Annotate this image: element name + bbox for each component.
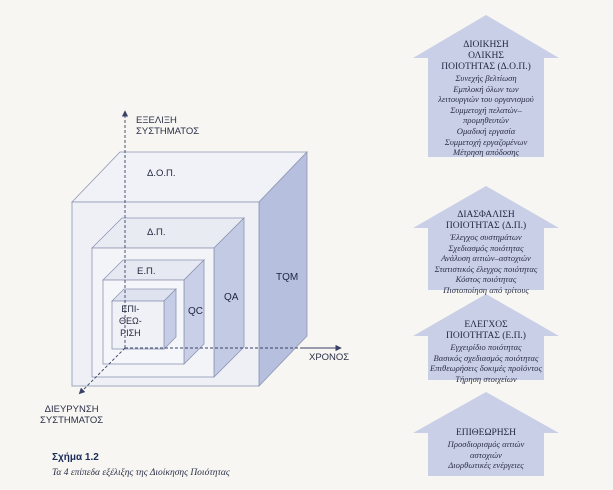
- cube-inspection-line1: ΕΠΙ-: [121, 304, 140, 314]
- axis-vertical-label: ΕΞΕΛΙΞΗ ΣΥΣΤΗΜΑΤΟΣ: [136, 115, 199, 137]
- panel-2-item: Πιστοποίηση από τρίτους: [443, 284, 529, 295]
- panel-2-title-line: ΠΟΙΟΤΗΤΑΣ (Δ.Π.): [445, 221, 527, 231]
- panel-2-shape: [413, 186, 559, 290]
- figure-caption-subtitle: Τα 4 επίπεδα εξέλιξης της Διοίκησης Ποιό…: [52, 468, 230, 478]
- panel-2-title: ΔΙΑΣΦΑΛΙΣΗ ΠΟΙΟΤΗΤΑΣ (Δ.Π.): [428, 210, 544, 232]
- panel-2-title-line: ΔΙΑΣΦΑΛΙΣΗ: [457, 210, 515, 220]
- panel-2-items: Έλεγχος συστημάτων Σχεδιασμός ποιότητας …: [428, 232, 544, 296]
- panel-4-title-line: ΕΠΙΘΕΩΡΗΣΗ: [455, 428, 517, 438]
- cube-inspection-label: ΕΠΙ- ΘΕΩ- ΡΙΣΗ: [119, 303, 142, 339]
- panel-1-item: Συμμετοχή εργαζομένων: [444, 136, 528, 147]
- panel-3-title: ΕΛΕΓΧΟΣ ΠΟΙΟΤΗΤΑΣ (Ε.Π.): [428, 320, 544, 342]
- cube-qc-side-label: QC: [188, 306, 203, 317]
- panel-2-item: Έλεγχος συστημάτων: [450, 232, 522, 242]
- panel-3-item: Τήρηση στοιχείων: [455, 373, 517, 384]
- panel-1-item: προμηθευτών: [463, 115, 509, 126]
- axes: [78, 110, 342, 395]
- panel-4-shape: [413, 392, 559, 476]
- panel-1-item: Ομαδική εργασία: [456, 125, 516, 136]
- cube-tqm-front-label: Δ.Ο.Π.: [147, 168, 176, 179]
- panel-1-title-line: ΠΟΙΟΤΗΤΑΣ (Δ.Ο.Π.): [441, 62, 531, 72]
- panel-4-item: Προσδιορισμός αιτιών: [447, 439, 525, 449]
- axis-diagonal-line1: ΔΙΕΥΡΥΝΣΗ: [44, 404, 99, 415]
- panel-3-item: Εγχειρίδιο ποιότητας: [450, 342, 522, 352]
- panel-2-item: Στατιστικός έλεγχος ποιότητας: [434, 263, 538, 274]
- panel-2-item: Ανάλυση αιτιών–αστοχιών: [441, 253, 531, 264]
- panel-3-title-line: ΠΟΙΟΤΗΤΑΣ (Ε.Π.): [446, 331, 526, 341]
- panel-1-item: Συμμετοχή πελατών–: [450, 104, 522, 115]
- panel-3-title-line: ΕΛΕΓΧΟΣ: [464, 320, 508, 330]
- cube-inspection: [111, 288, 177, 350]
- axis-horizontal-label: ΧΡΟΝΟΣ: [309, 352, 350, 363]
- axis-vertical-line1: ΕΞΕΛΙΞΗ: [136, 115, 177, 126]
- figure-caption-label: Σχήμα 1.2: [52, 452, 99, 463]
- axis-diagonal-label: ΔΙΕΥΡΥΝΣΗ ΣΥΣΤΗΜΑΤΟΣ: [40, 404, 103, 426]
- panel-4-item: αστοχιών: [470, 449, 502, 460]
- panel-1-item: Εμπλοκή όλων των: [453, 83, 519, 94]
- cube-inspection-line3: ΡΙΣΗ: [120, 328, 141, 338]
- panel-4-items: Προσδιορισμός αιτιών αστοχιών Διορθωτικέ…: [428, 439, 544, 471]
- panel-shapes: [413, 15, 559, 476]
- panel-3-items: Εγχειρίδιο ποιότητας Βασικός σχεδιασμός …: [428, 342, 544, 384]
- panel-2: ΔΙΑΣΦΑΛΙΣΗ ΠΟΙΟΤΗΤΑΣ (Δ.Π.) Έλεγχος συστ…: [428, 210, 544, 296]
- panel-1-item: λειτουργιών του οργανισμού: [438, 94, 534, 105]
- panel-3-item: Βασικός σχεδιασμός ποιότητας: [433, 352, 539, 363]
- cube-qa-front-label: Δ.Π.: [147, 227, 166, 238]
- panel-1-shape: [413, 15, 559, 157]
- panel-1-title-line: ΔΙΟΙΚΗΣΗ: [463, 40, 509, 50]
- axis-diagonal-line2: ΣΥΣΤΗΜΑΤΟΣ: [40, 415, 104, 426]
- panel-2-item: Κόστος ποιότητας: [455, 274, 517, 285]
- panel-1-item: Μέτρηση απόδοσης: [452, 147, 520, 158]
- panel-1-item: Συνεχής βελτίωση: [455, 73, 517, 83]
- cube-tqm-side-label: TQM: [276, 272, 299, 283]
- panel-4-item: Διορθωτικές ενέργειες: [448, 460, 524, 471]
- panel-3-shape: [413, 294, 559, 380]
- axis-vertical-line2: ΣΥΣΤΗΜΑΤΟΣ: [136, 126, 200, 137]
- panel-4: ΕΠΙΘΕΩΡΗΣΗ Προσδιορισμός αιτιών αστοχιών…: [428, 428, 544, 471]
- panel-1: ΔΙΟΙΚΗΣΗ ΟΛΙΚΗΣ ΠΟΙΟΤΗΤΑΣ (Δ.Ο.Π.) Συνεχ…: [428, 40, 544, 158]
- panel-2-item: Σχεδιασμός ποιότητας: [448, 242, 524, 253]
- cube-qa-side-label: QA: [224, 292, 239, 303]
- panel-4-title: ΕΠΙΘΕΩΡΗΣΗ: [428, 428, 544, 439]
- panel-1-items: Συνεχής βελτίωση Εμπλοκή όλων των λειτου…: [428, 73, 544, 158]
- panel-1-title-line: ΟΛΙΚΗΣ: [468, 51, 504, 61]
- panel-3: ΕΛΕΓΧΟΣ ΠΟΙΟΤΗΤΑΣ (Ε.Π.) Εγχειρίδιο ποιό…: [428, 320, 544, 384]
- panel-1-title: ΔΙΟΙΚΗΣΗ ΟΛΙΚΗΣ ΠΟΙΟΤΗΤΑΣ (Δ.Ο.Π.): [428, 40, 544, 73]
- panel-3-item: Επιθεωρήσεις δοκιμές προϊόντος: [430, 363, 542, 374]
- cube-inspection-line2: ΘΕΩ-: [119, 316, 142, 326]
- cube-qc-front-label: Ε.Π.: [137, 266, 156, 277]
